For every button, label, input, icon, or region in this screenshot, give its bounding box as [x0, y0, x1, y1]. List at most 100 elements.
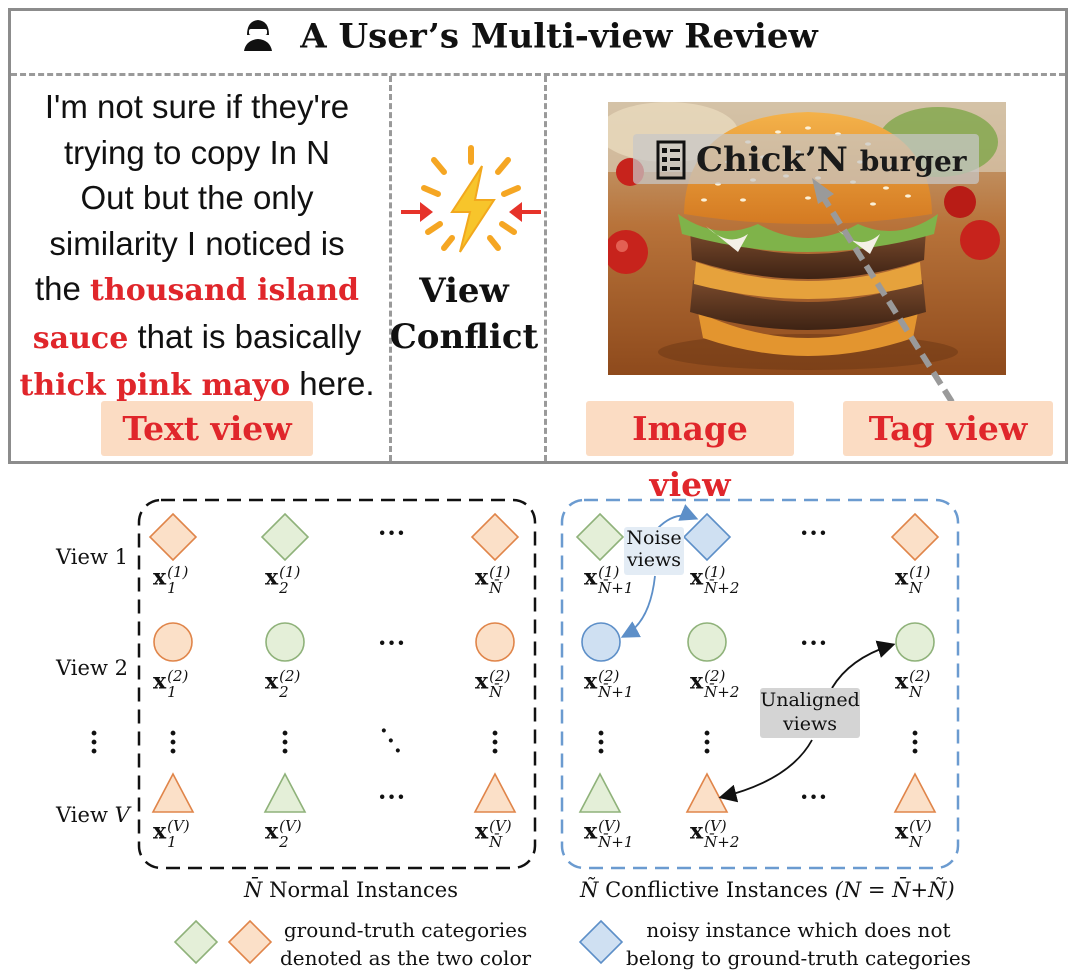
- row-label-view-2: View 2: [56, 656, 128, 680]
- normal-instances-box: [137, 498, 537, 870]
- blue-circle: [581, 622, 621, 662]
- normal-symbol: x(2)1: [153, 667, 189, 701]
- orange-circle: [475, 622, 515, 662]
- view-conflict-line: View: [419, 271, 509, 311]
- tag-arrow: [812, 178, 955, 404]
- conflictive-symbol: x(V)N: [895, 817, 932, 851]
- ellipsis: ···: [800, 782, 829, 811]
- conflictive-symbol: x(V)N̄+2: [690, 817, 740, 851]
- legend-line: denoted as the two color: [280, 946, 532, 970]
- bubble-line: views: [626, 549, 682, 571]
- checklist-icon: [656, 140, 686, 180]
- vertical-ellipsis: ···: [168, 719, 178, 767]
- green-circle: [687, 622, 727, 662]
- normal-symbol: x(2)2: [265, 667, 301, 701]
- conflictive-symbol: x(2)N̄+1: [584, 667, 634, 701]
- normal-instances-caption: N̄ Normal Instances: [244, 878, 458, 902]
- vertical-ellipsis: ···: [702, 719, 712, 767]
- normal-symbol: x(1)1: [153, 563, 189, 597]
- conflictive-symbol: x(V)N̄+1: [584, 817, 634, 851]
- review-line: Out but the only: [80, 179, 314, 216]
- orange-legend-diamond: [227, 919, 273, 965]
- bubble-line: views: [782, 713, 838, 735]
- conflictive-instances-caption: Ñ Conflictive Instances (N = N̄+Ñ): [580, 878, 955, 902]
- view-conflict-line: Conflict: [389, 317, 539, 357]
- conflictive-symbol: x(2)N̄+2: [690, 667, 740, 701]
- orange-diamond: [148, 512, 198, 562]
- orange-triangle: [893, 772, 937, 813]
- review-text: I'm not sure if they're trying to copy I…: [14, 84, 380, 409]
- review-highlight: sauce: [32, 320, 129, 356]
- orange-triangle: [473, 772, 517, 813]
- noise-arrow: [657, 504, 699, 529]
- noise-views-bubble: Noise views: [624, 527, 684, 575]
- conflictive-instances-box: [560, 498, 960, 870]
- conflictive-symbol: x(1)N̄+1: [584, 563, 634, 597]
- bubble-line: Noise: [626, 527, 682, 549]
- column-divider-left: [389, 76, 392, 461]
- tag-text: Chick’N burger: [696, 134, 967, 188]
- green-triangle: [578, 772, 622, 813]
- row-label-view-1: View 1: [56, 545, 128, 569]
- review-line: trying to copy In N: [64, 133, 330, 171]
- review-fragment: the: [34, 270, 91, 307]
- review-fragment: that is basically: [128, 317, 362, 355]
- review-fragment: here.: [290, 365, 375, 402]
- green-legend-diamond: [173, 919, 219, 965]
- green-diamond: [575, 512, 625, 562]
- vertical-ellipsis: ···: [910, 719, 920, 767]
- review-highlight: thick pink mayo: [19, 368, 291, 403]
- green-triangle: [263, 772, 307, 813]
- review-line: thick pink mayo here.: [14, 361, 380, 409]
- title-divider: [11, 73, 1065, 76]
- column-divider-right: [544, 76, 547, 461]
- ellipsis: ···: [800, 518, 829, 547]
- review-panel: [8, 8, 1068, 464]
- orange-diamond: [890, 512, 940, 562]
- blue-diamond: [682, 512, 732, 562]
- legend-line: ground-truth categories: [283, 918, 528, 942]
- review-line: the thousand island: [14, 266, 380, 314]
- instance-diagram: [137, 498, 960, 965]
- vertical-ellipsis: ···: [490, 719, 500, 767]
- diagonal-ellipsis: ···: [380, 718, 402, 764]
- blue-legend-diamond: [578, 919, 624, 965]
- unaligned-views-bubble: Unaligned views: [760, 688, 860, 738]
- green-diamond: [260, 512, 310, 562]
- normal-symbol: x(V)2: [265, 817, 302, 851]
- lightning-icon: [401, 145, 541, 253]
- ellipsis: ···: [378, 782, 407, 811]
- review-line: sauce that is basically: [14, 314, 380, 362]
- ellipsis: ···: [378, 628, 407, 657]
- orange-diamond: [470, 512, 520, 562]
- ellipsis: ···: [378, 518, 407, 547]
- view-conflict-label: View Conflict: [384, 268, 544, 360]
- user-icon: [242, 16, 274, 61]
- unaligned-arrow: [718, 739, 813, 803]
- vertical-ellipsis: ···: [280, 719, 290, 767]
- orange-triangle: [685, 772, 729, 813]
- image-view-label: Image view: [586, 401, 794, 504]
- conflictive-symbol: x(1)N: [895, 563, 931, 597]
- tag-main: Chick’N: [696, 140, 860, 180]
- normal-symbol: x(V)1: [153, 817, 190, 851]
- review-line: I'm not sure if they're: [44, 88, 350, 125]
- green-circle: [265, 622, 305, 662]
- normal-symbol: x(1)2: [265, 563, 301, 597]
- vertical-ellipsis: ···: [89, 719, 99, 767]
- legend-line: belong to ground-truth categories: [626, 946, 971, 970]
- text-view-label: Text view: [101, 401, 313, 456]
- green-circle: [895, 622, 935, 662]
- review-line: similarity I noticed is: [49, 224, 345, 262]
- legend-line: noisy instance which does not: [646, 918, 951, 942]
- conflictive-symbol: x(1)N̄+2: [690, 563, 740, 597]
- ground-truth-legend: ground-truth categories denoted as the t…: [280, 916, 531, 972]
- normal-symbol: x(2)N̄: [475, 667, 511, 701]
- orange-circle: [153, 622, 193, 662]
- vertical-ellipsis: ···: [596, 719, 606, 767]
- normal-symbol: x(V)N̄: [475, 817, 512, 851]
- row-label-view-v: View V: [56, 803, 130, 827]
- tag-small: burger: [859, 145, 967, 178]
- unaligned-arrow: [831, 640, 896, 689]
